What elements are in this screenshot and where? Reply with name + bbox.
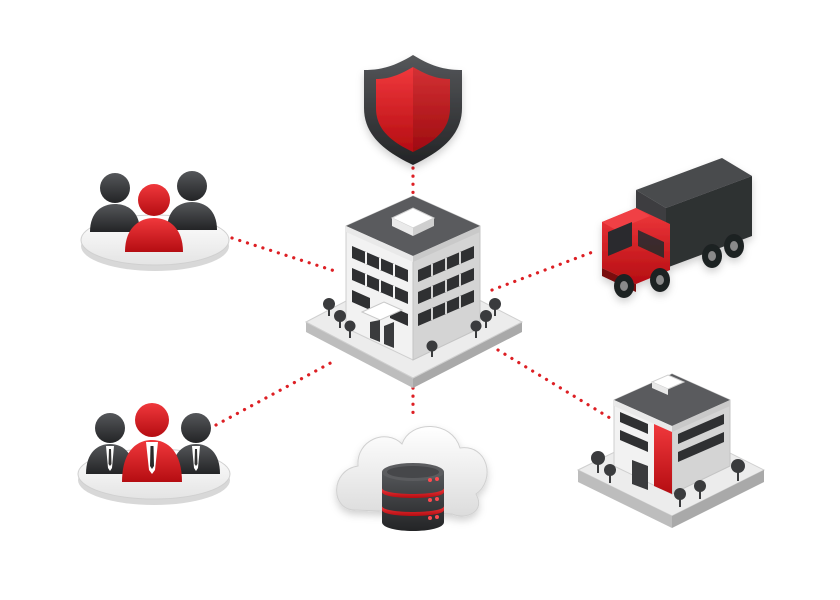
people-group-icon (80, 171, 230, 271)
delivery-truck-icon (602, 158, 752, 298)
office-building-icon (304, 195, 524, 388)
business-people-icon (77, 403, 231, 505)
small-building-icon (576, 373, 766, 528)
connector-management (214, 358, 338, 427)
cloud-database-icon (336, 426, 488, 531)
connector-logistics (490, 248, 600, 292)
connector-team (230, 236, 340, 274)
shield-icon (364, 55, 462, 165)
connector-branch-office (496, 348, 612, 420)
